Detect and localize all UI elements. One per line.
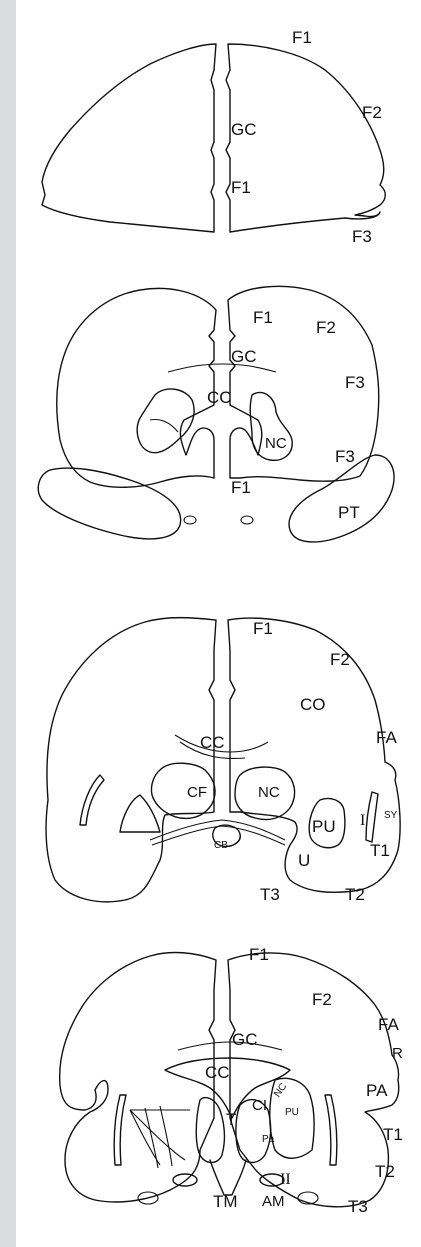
label-s1-gc: GC <box>231 120 257 139</box>
section-3-left-sylvian-notch <box>80 775 104 825</box>
label-s4-tm: TM <box>213 1192 238 1211</box>
label-s4-pa-small: Pa <box>262 1134 275 1145</box>
section-2-corpus-callosum-arc <box>168 364 276 372</box>
section-2-left-temporal-pole <box>38 468 180 539</box>
label-s2-f1: F1 <box>253 308 273 327</box>
section-3-insula-strip <box>366 792 378 842</box>
section-2-genu-level: F1 F2 GC F3 CC NC F3 F1 PT <box>38 286 394 542</box>
section-4-mammillary-stalk <box>210 1160 246 1195</box>
label-s2-cc: CC <box>207 388 232 407</box>
label-s4-ci: CI <box>252 1097 267 1114</box>
label-s3-pu: PU <box>312 817 336 836</box>
label-s2-f2: F2 <box>316 318 336 337</box>
label-s4-t2: T2 <box>375 1162 395 1181</box>
label-s4-ii: II <box>280 1171 291 1188</box>
label-s4-t3: T3 <box>348 1197 368 1216</box>
label-s4-cc: CC <box>205 1063 230 1082</box>
label-s3-i: I <box>360 812 365 829</box>
section-1-frontal-pole: F1 F2 GC F1 F3 <box>42 28 385 246</box>
label-s3-t1: T1 <box>370 841 390 860</box>
label-s4-pa: PA <box>366 1081 388 1100</box>
label-s4-r: R <box>392 1045 403 1062</box>
section-2-right-temporal-pole <box>289 455 394 542</box>
label-s4-fa: FA <box>378 1015 399 1034</box>
label-s3-sy: SY <box>384 810 398 821</box>
section-4-left-hemisphere <box>60 953 216 1202</box>
label-s3-f2: F2 <box>330 650 350 669</box>
label-s3-cb: CB <box>214 840 228 851</box>
section-2-left-ventricle-body <box>137 389 194 453</box>
label-s4-t: T <box>226 1110 236 1129</box>
label-s4-f2: F2 <box>312 990 332 1009</box>
label-s4-gc: GC <box>232 1030 258 1049</box>
label-s2-pt: PT <box>338 503 360 522</box>
section-3-left-hemisphere <box>46 618 216 902</box>
section-2-left-hemisphere <box>57 288 216 487</box>
section-4-left-striations <box>130 1106 190 1168</box>
label-s3-nc: NC <box>258 784 280 801</box>
section-3-striatal-level: F1 F2 CO FA CC CF NC PU I SY CB T1 U T3 … <box>46 618 400 904</box>
label-s3-cc: CC <box>200 733 225 752</box>
label-s4-am: AM <box>262 1193 285 1210</box>
label-s4-f1: F1 <box>249 945 269 964</box>
section-2-left-small-oval <box>184 516 196 524</box>
section-4-left-optic-tract <box>173 1174 197 1186</box>
label-s3-u: U <box>298 851 310 870</box>
label-s2-f3-lower: F3 <box>335 447 355 466</box>
section-2-right-small-oval <box>241 516 253 524</box>
label-s2-gc: GC <box>231 347 257 366</box>
label-s2-f1-bottom: F1 <box>231 478 251 497</box>
label-s1-f1-top: F1 <box>292 28 312 47</box>
label-s3-fa: FA <box>376 728 397 747</box>
label-s3-f1: F1 <box>253 619 273 638</box>
label-s1-f3: F3 <box>352 227 372 246</box>
section-4-left-insula-strip <box>114 1095 126 1165</box>
label-s4-pu: PU <box>285 1107 299 1118</box>
label-s4-nc: NC <box>272 1081 289 1099</box>
label-s3-t3: T3 <box>260 885 280 904</box>
section-4-thalamic-level: F1 F2 FA GC R CC NC PA CI PU T Pa T1 II … <box>60 945 403 1216</box>
label-s2-f3-upper: F3 <box>345 373 365 392</box>
label-s1-f1-mid: F1 <box>231 178 251 197</box>
label-s1-f2: F2 <box>362 103 382 122</box>
section-4-right-insula-strip <box>325 1095 337 1165</box>
section-1-left-hemisphere <box>42 44 216 232</box>
label-s3-co: CO <box>300 695 326 714</box>
section-2-left-ventricle-divider <box>150 420 178 433</box>
label-s2-nc: NC <box>265 435 287 452</box>
label-s4-t1: T1 <box>383 1125 403 1144</box>
label-s3-cf: CF <box>187 784 207 801</box>
label-s3-t2: T2 <box>345 885 365 904</box>
